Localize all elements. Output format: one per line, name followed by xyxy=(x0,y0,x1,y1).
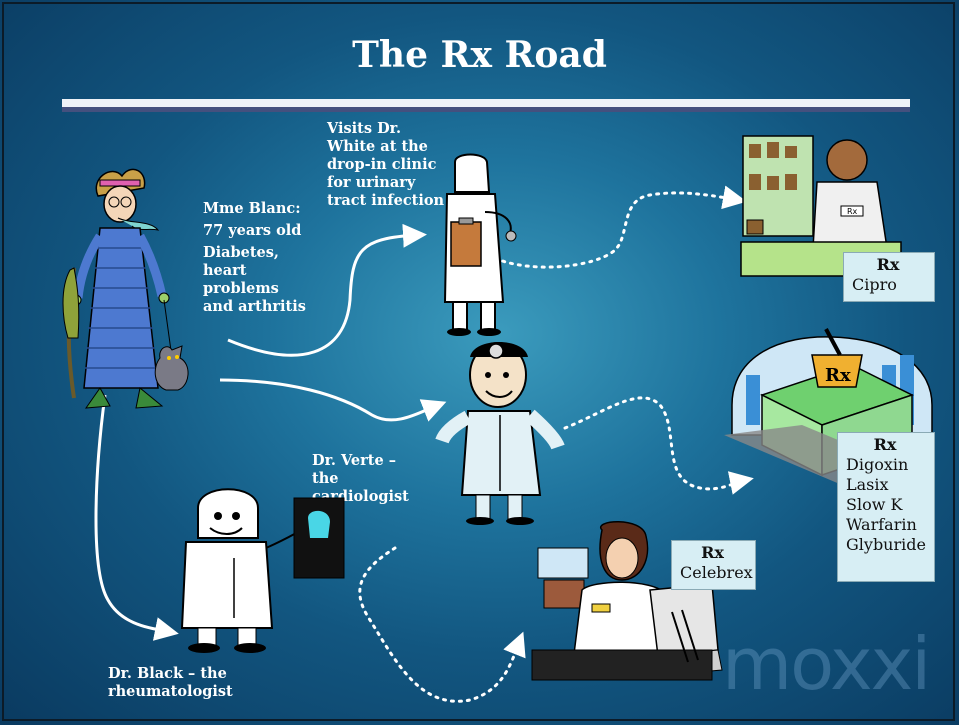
dr-white-line: White at the xyxy=(327,138,428,155)
condition-line: heart xyxy=(203,262,247,279)
rx-box-verte: Rx Digoxin Lasix Slow K Warfarin Glyburi… xyxy=(837,432,935,582)
dr-white-label: Visits Dr. White at the drop-in clinic f… xyxy=(327,120,444,210)
pharmacy-sign-text: Rx xyxy=(825,365,851,386)
path-to-dr-verte xyxy=(219,378,447,422)
rx-box-black: Rx Celebrex xyxy=(671,540,756,590)
patient-icon xyxy=(62,168,189,409)
rx-item: Warfarin xyxy=(846,515,917,534)
dr-white-icon xyxy=(443,153,517,336)
rx-item: Cipro xyxy=(852,275,897,294)
condition-line: problems xyxy=(203,280,279,297)
dotted-path-to-pharmacist-3 xyxy=(358,546,526,703)
patient-conditions: Diabetes, heart problems and arthritis xyxy=(203,244,306,316)
condition-line: and arthritis xyxy=(203,298,306,315)
rx-item: Lasix xyxy=(846,475,889,494)
watermark-logo: moxxi xyxy=(722,622,931,706)
rx-box-white: Rx Cipro xyxy=(843,252,935,302)
dr-verte-label: Dr. Verte – the cardiologist xyxy=(312,452,409,506)
title-rule-dark xyxy=(62,107,910,112)
title-rule-light xyxy=(62,99,910,107)
dr-verte-line: the xyxy=(312,470,339,487)
path-to-dr-white xyxy=(227,223,427,357)
patient-description: Mme Blanc: 77 years old Diabetes, heart … xyxy=(203,200,306,316)
dotted-path-to-pharmacist-1 xyxy=(486,185,747,269)
dr-white-line: for urinary xyxy=(327,174,416,191)
dr-verte-line: Dr. Verte – xyxy=(312,452,396,469)
pharmacist-badge-text: Rx xyxy=(847,207,858,216)
dr-black-icon xyxy=(180,488,345,653)
dr-black-line: Dr. Black – the xyxy=(108,665,227,682)
rx-item: Slow K xyxy=(846,495,903,514)
rx-item: Celebrex xyxy=(680,563,753,582)
dr-black-line: rheumatologist xyxy=(108,683,233,700)
dr-verte-icon xyxy=(435,342,565,525)
path-to-dr-black xyxy=(94,394,179,641)
dr-white-line: tract infection xyxy=(327,192,445,209)
rx-item: Glyburide xyxy=(846,535,926,554)
pharmacist-computer-icon xyxy=(531,521,723,681)
rx-heading: Rx xyxy=(873,435,897,454)
patient-age: 77 years old xyxy=(203,222,302,239)
dr-black-label: Dr. Black – the rheumatologist xyxy=(108,665,233,701)
rx-heading: Rx xyxy=(876,255,900,274)
slide-title: The Rx Road xyxy=(352,34,607,76)
dotted-path-to-pharmacy xyxy=(563,396,754,495)
dr-white-line: drop-in clinic xyxy=(327,156,437,173)
dr-white-line: Visits Dr. xyxy=(327,120,402,137)
rx-item: Digoxin xyxy=(846,455,909,474)
rx-heading: Rx xyxy=(701,543,724,562)
patient-name: Mme Blanc: xyxy=(203,200,301,217)
condition-line: Diabetes, xyxy=(203,244,279,261)
